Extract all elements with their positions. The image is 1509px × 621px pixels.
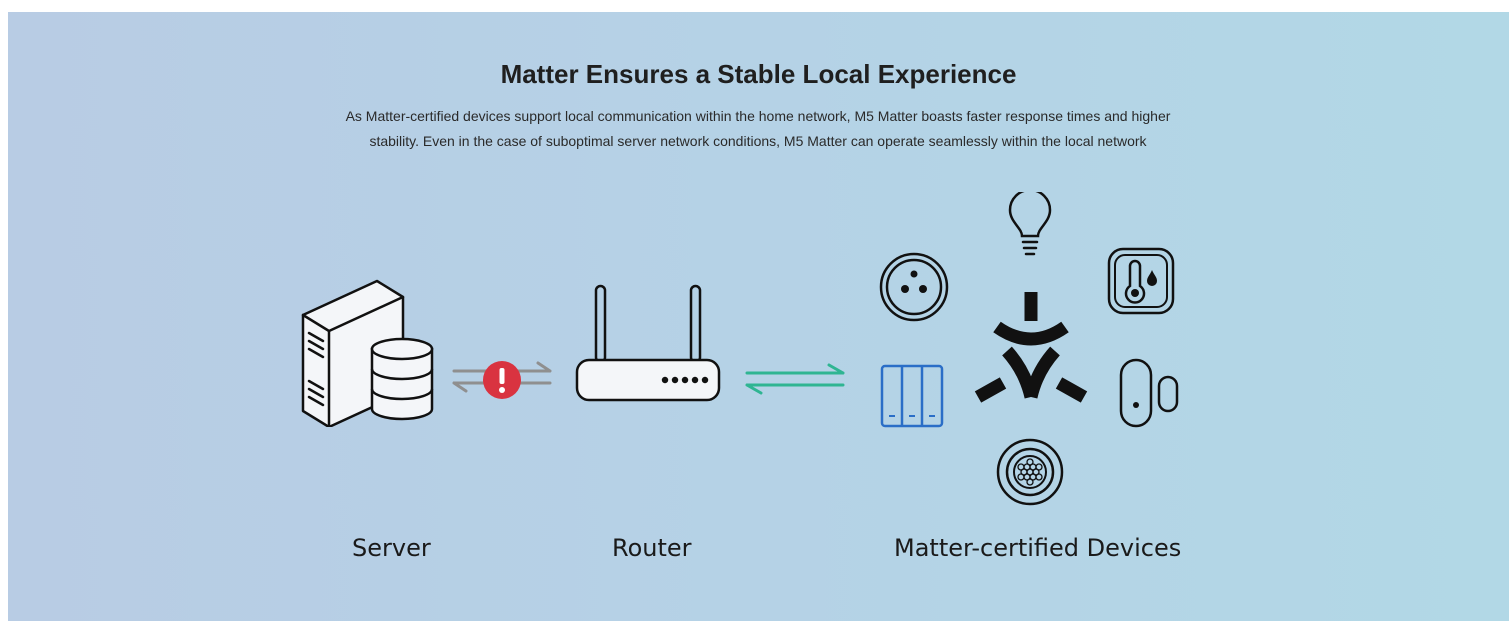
wall-switch-icon (880, 364, 944, 428)
devices-label: Matter-certified Devices (894, 534, 1182, 562)
section-description: As Matter-certified devices support loca… (258, 104, 1258, 154)
database-icon (370, 337, 434, 421)
thermometer-humidity-icon (1107, 247, 1175, 315)
door-sensor-icon (1119, 358, 1179, 428)
matter-section: Matter Ensures a Stable Local Experience… (8, 12, 1509, 621)
router-label: Router (612, 534, 692, 562)
router-icon (575, 284, 721, 402)
motion-sensor-icon (996, 438, 1064, 506)
sync-arrows-icon (745, 363, 845, 395)
description-line-2: stability. Even in the case of suboptima… (369, 133, 1147, 149)
socket-icon (879, 252, 949, 322)
light-bulb-icon (1008, 192, 1052, 256)
error-icon (483, 361, 521, 399)
server-label: Server (352, 534, 431, 562)
description-line-1: As Matter-certified devices support loca… (345, 108, 1171, 124)
matter-logo-icon (974, 292, 1088, 403)
section-title: Matter Ensures a Stable Local Experience (500, 59, 1017, 89)
